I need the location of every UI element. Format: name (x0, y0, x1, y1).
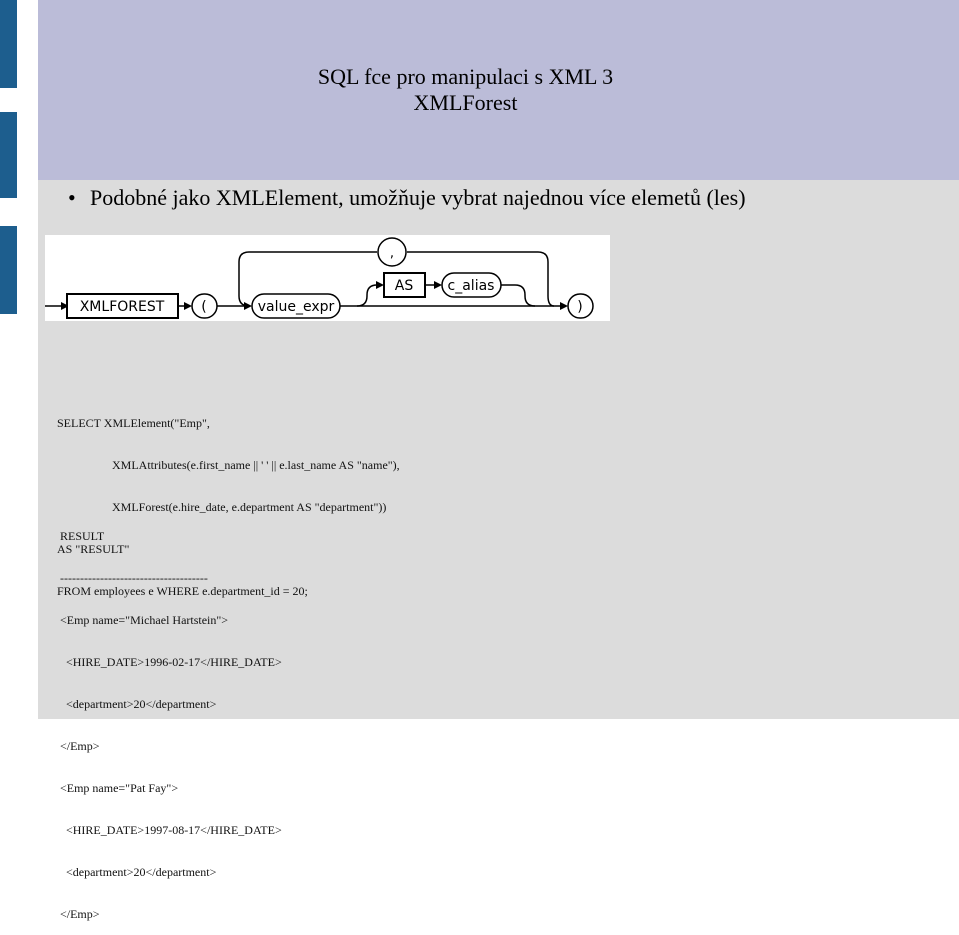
comma-label: , (390, 246, 394, 261)
arrow-icon (376, 281, 384, 289)
c-alias-label: c_alias (448, 278, 495, 294)
comma-terminal (377, 237, 407, 267)
output-line: <department>20</department> (66, 865, 217, 879)
output-line: ------------------------------------- (60, 571, 208, 585)
code-line: SELECT XMLElement("Emp", (57, 416, 210, 430)
sql-code-block: SELECT XMLElement("Emp", XMLAttributes(e… (57, 388, 400, 612)
result-output-block: RESULT ---------------------------------… (60, 501, 282, 935)
connector-line (238, 251, 377, 307)
arrow-icon (184, 302, 192, 310)
as-keyword-box (383, 272, 426, 298)
output-line: <HIRE_DATE>1996-02-17</HIRE_DATE> (66, 655, 282, 669)
connector-line (356, 284, 382, 307)
output-line: </Emp> (60, 907, 100, 921)
arrow-icon (61, 302, 69, 310)
output-line: <HIRE_DATE>1997-08-17</HIRE_DATE> (66, 823, 282, 837)
value-expr-node (251, 293, 341, 319)
output-line: RESULT (60, 529, 105, 543)
arrow-icon (244, 302, 252, 310)
left-margin (0, 0, 38, 719)
output-line: <Emp name="Pat Fay"> (60, 781, 179, 795)
slide-title: SQL fce pro manipulaci s XML 3 XMLForest (38, 64, 893, 116)
bullet-text: Podobné jako XMLElement, umožňuje vybrat… (90, 185, 746, 210)
bullet-dot-icon: • (68, 185, 76, 210)
connector-line (407, 251, 555, 307)
rparen-label: ) (577, 299, 582, 315)
bullet-item: • Podobné jako XMLElement, umožňuje vybra… (68, 184, 746, 212)
code-line: XMLAttributes(e.first_name || ' ' || e.l… (112, 458, 400, 472)
output-line: </Emp> (60, 739, 100, 753)
output-line: <Emp name="Michael Hartstein"> (60, 613, 229, 627)
left-accent-bar (0, 112, 17, 198)
title-band (38, 0, 959, 180)
xmlforest-label: XMLFOREST (80, 299, 165, 315)
syntax-diagram: XMLFOREST ( value_expr AS c_alias , ) (45, 235, 610, 321)
output-line: <department>20</department> (66, 697, 217, 711)
title-line-1: SQL fce pro manipulaci s XML 3 (317, 64, 614, 89)
arrow-icon (560, 302, 568, 310)
lparen-terminal (191, 293, 218, 319)
rparen-terminal (567, 293, 594, 319)
as-keyword-label: AS (395, 278, 414, 294)
code-line: XMLForest(e.hire_date, e.department AS "… (112, 500, 387, 514)
arrow-icon (434, 281, 442, 289)
title-line-2: XMLForest (413, 90, 518, 115)
lparen-label: ( (201, 299, 206, 315)
xmlforest-box (66, 293, 179, 319)
code-line: AS "RESULT" (57, 542, 130, 556)
value-expr-label: value_expr (258, 299, 335, 315)
c-alias-node (441, 272, 502, 298)
left-accent-bar (0, 0, 17, 88)
connector-line (501, 284, 536, 307)
left-accent-bar (0, 226, 17, 314)
code-line: FROM employees e WHERE e.department_id =… (57, 584, 308, 598)
